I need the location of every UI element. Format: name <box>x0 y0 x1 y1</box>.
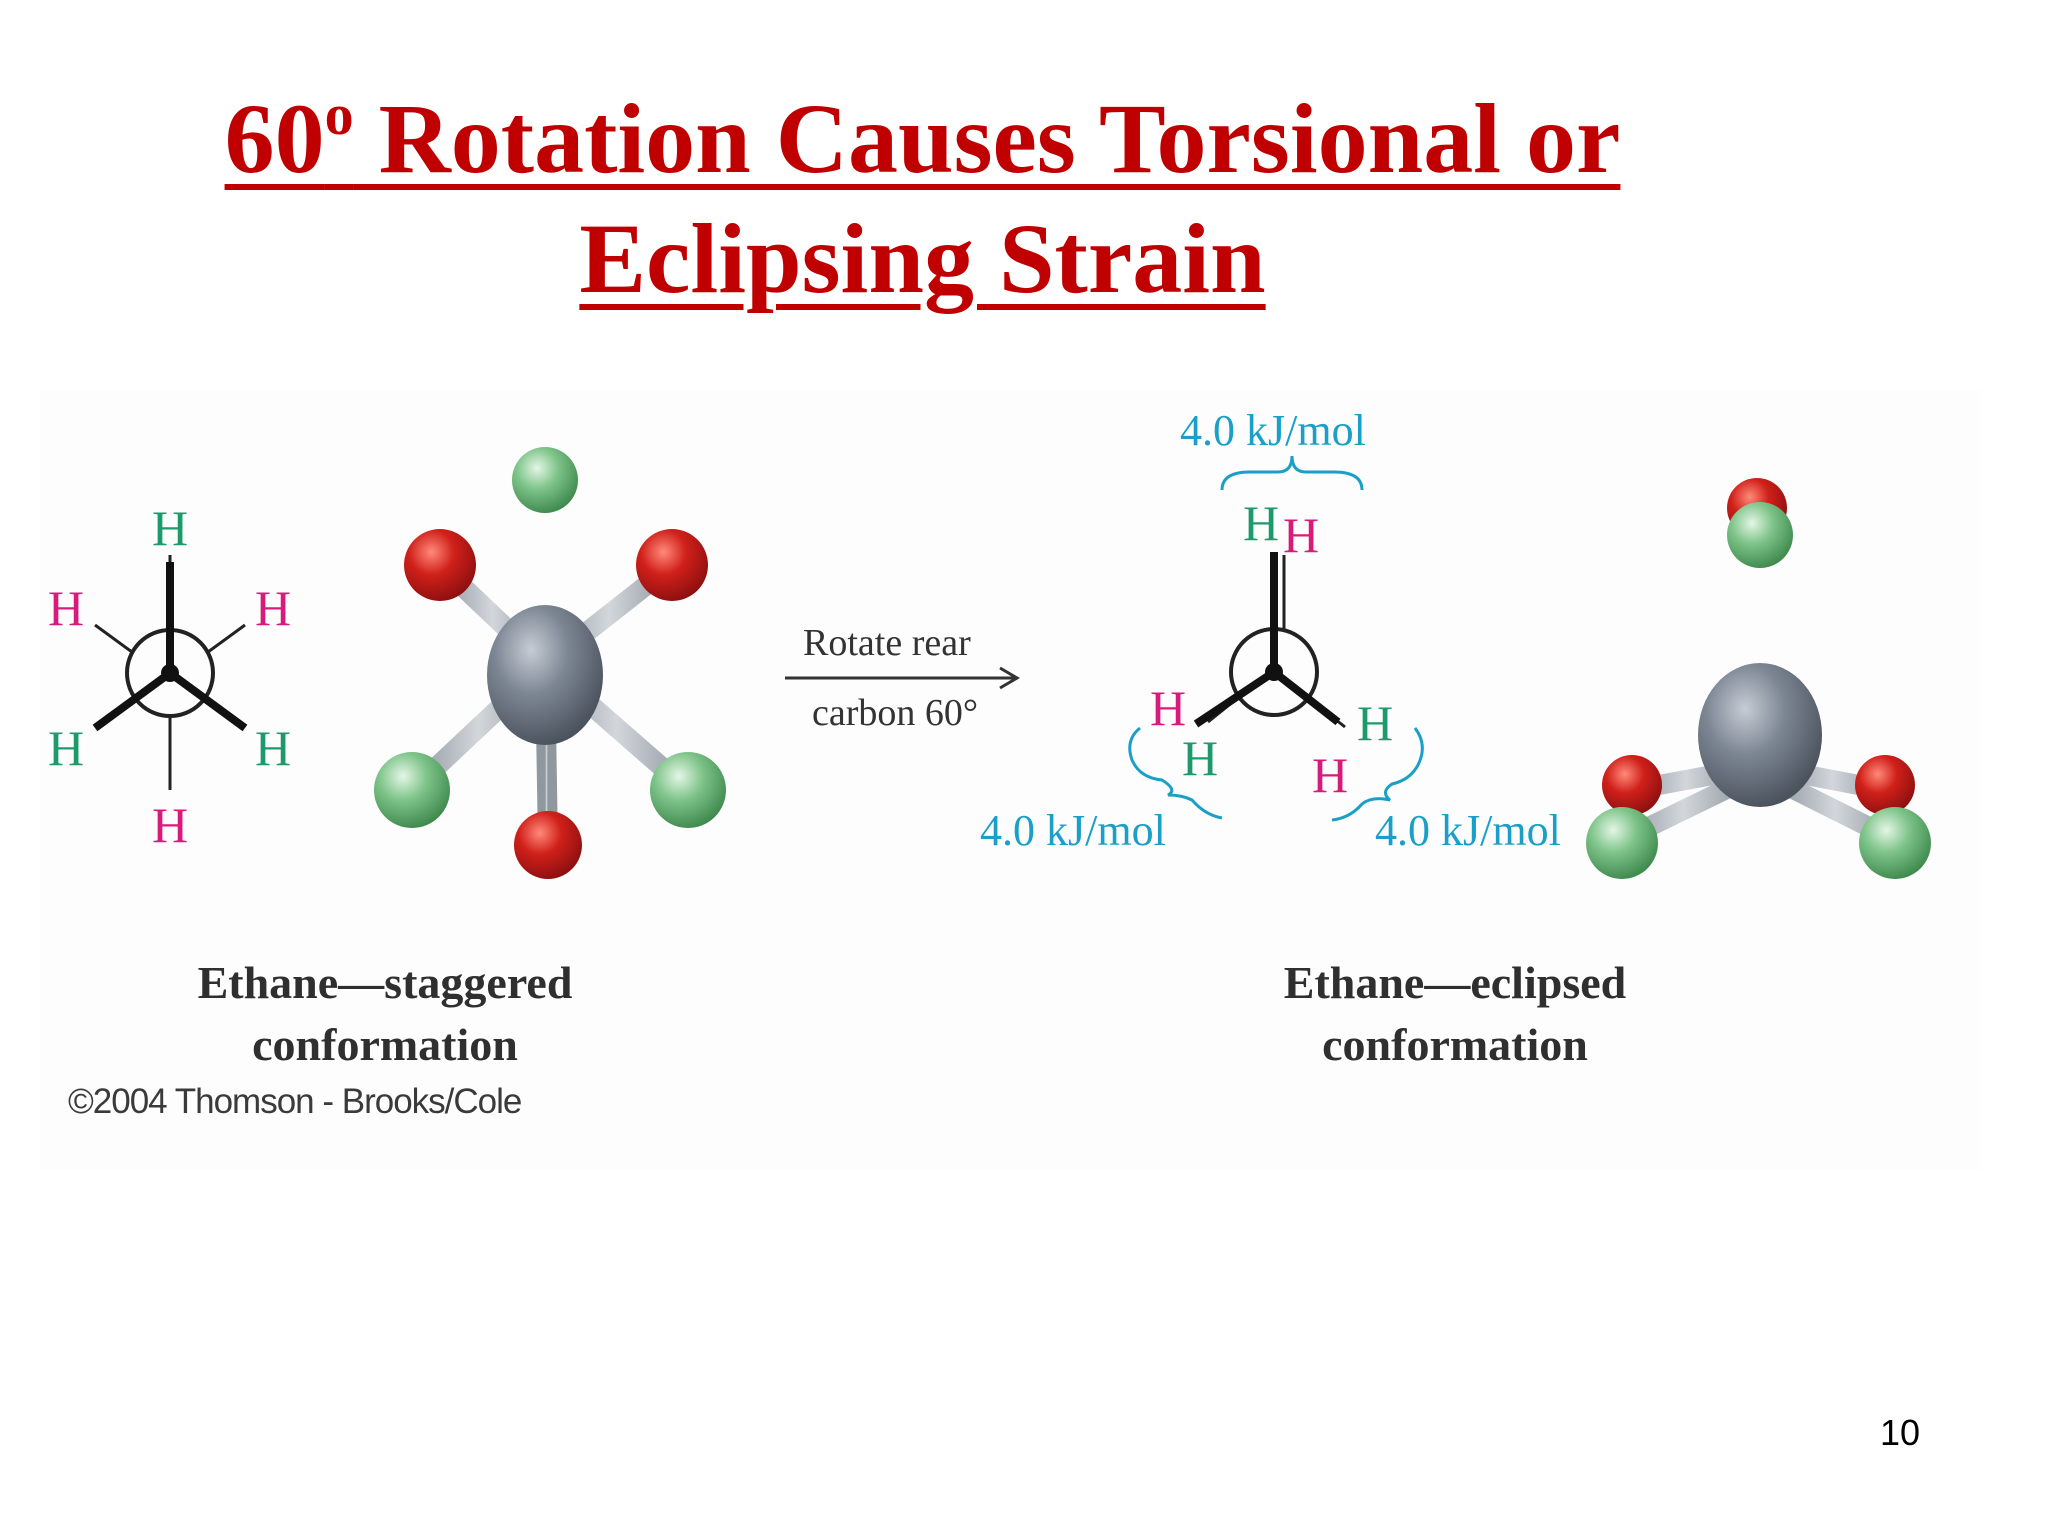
energy-label-right: 4.0 kJ/mol <box>1375 806 1561 855</box>
rear-hydrogen-label: H <box>152 797 188 853</box>
green-atom <box>512 447 578 513</box>
caption-line: conformation <box>252 1019 518 1070</box>
green-atom <box>1859 807 1931 879</box>
green-atom <box>1727 502 1793 568</box>
arrow-label-line2: carbon 60° <box>812 692 978 734</box>
green-atom <box>374 752 450 828</box>
front-bond <box>1193 668 1277 728</box>
red-atom <box>404 529 476 601</box>
front-bond <box>1271 668 1341 726</box>
front-bond <box>167 669 248 732</box>
caption-line: Ethane—eclipsed <box>1283 957 1627 1008</box>
red-atom <box>1855 755 1915 815</box>
front-bond <box>92 669 173 732</box>
eclipsed-caption: Ethane—eclipsed conformation <box>1250 952 1660 1076</box>
red-atom <box>514 811 582 879</box>
arrow-label-line1: Rotate rear <box>803 622 971 664</box>
slide-title-line1: 60o Rotation Causes Torsional or <box>224 82 1621 194</box>
staggered-newman-projection: H H H H H H <box>48 500 291 853</box>
green-atom <box>1586 807 1658 879</box>
front-hydrogen-label: H <box>48 720 84 776</box>
carbon-atom <box>1698 663 1822 807</box>
caption-line: Ethane—staggered <box>197 957 573 1008</box>
front-carbon-dot <box>1265 663 1283 681</box>
page-number: 10 <box>1880 1412 1921 1453</box>
front-hydrogen-label: H <box>1182 730 1218 786</box>
green-atom <box>650 752 726 828</box>
eclipsed-newman-projection: 4.0 kJ/mol H H H H H H 4.0 kJ/mol 4.0 kJ… <box>980 406 1561 855</box>
rear-bond <box>94 623 133 654</box>
front-carbon-dot <box>161 664 179 682</box>
slide-title-line2: Eclipsing Strain <box>579 203 1266 314</box>
copyright-notice: ©2004 Thomson - Brooks/Cole <box>68 1082 522 1121</box>
rear-hydrogen-label: H <box>255 580 291 636</box>
front-hydrogen-label: H <box>152 500 188 556</box>
front-hydrogen-label: H <box>255 720 291 776</box>
rear-bond <box>207 623 246 654</box>
staggered-ball-and-stick-model <box>374 447 726 879</box>
rear-hydrogen-label: H <box>1312 747 1348 803</box>
eclipsed-ball-and-stick-model <box>1586 478 1931 879</box>
rear-hydrogen-label: H <box>1283 507 1319 563</box>
energy-label-top: 4.0 kJ/mol <box>1180 406 1366 455</box>
energy-brace-top <box>1220 455 1364 491</box>
front-hydrogen-label: H <box>1357 695 1393 751</box>
red-atom <box>1602 755 1662 815</box>
red-atom <box>636 529 708 601</box>
rear-hydrogen-label: H <box>48 580 84 636</box>
energy-brace-right <box>1331 727 1424 822</box>
rotation-arrow: Rotate rear carbon 60° <box>785 622 1020 734</box>
caption-line: conformation <box>1322 1019 1588 1070</box>
staggered-caption: Ethane—staggered conformation <box>150 952 620 1076</box>
arrow-head <box>999 666 1020 690</box>
front-hydrogen-label: H <box>1243 495 1279 551</box>
energy-brace-left <box>1128 726 1223 820</box>
energy-label-left: 4.0 kJ/mol <box>980 806 1166 855</box>
carbon-atom <box>487 605 603 745</box>
rear-hydrogen-label: H <box>1150 680 1186 736</box>
